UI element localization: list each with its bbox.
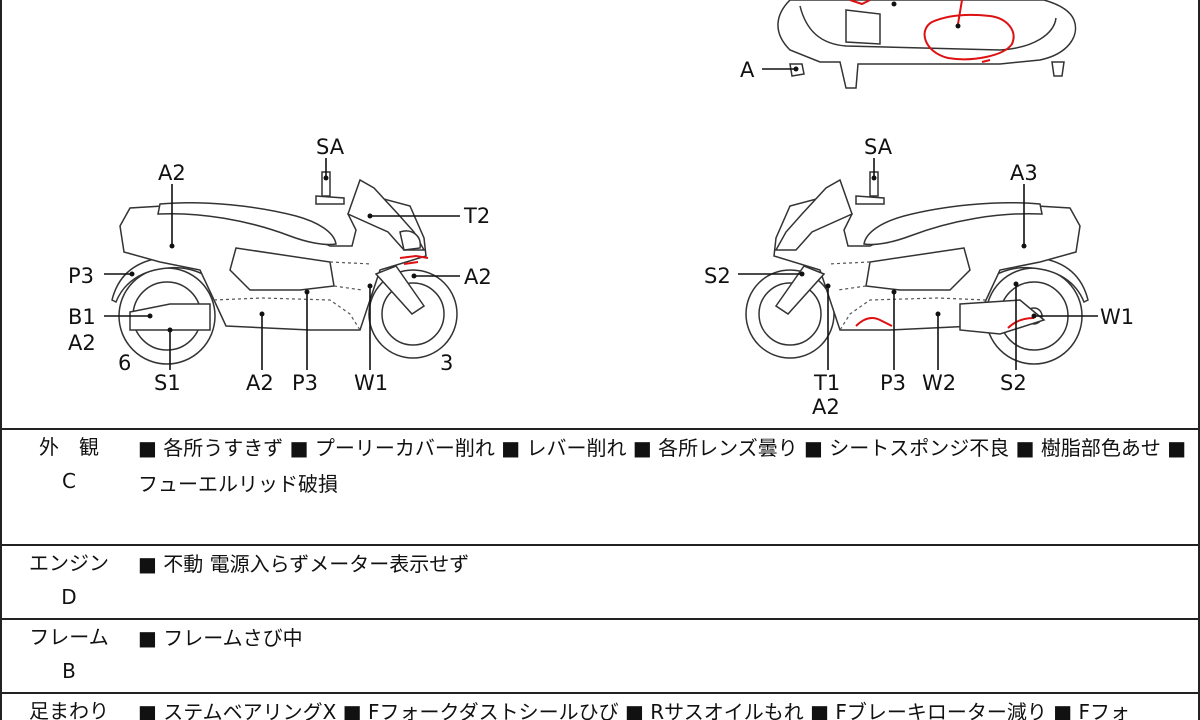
damage-diagram: A — [68, 0, 1134, 419]
condition-row-engine: エンジン D ■ 不動 電源入らずメーター表示せず — [0, 544, 1200, 619]
top-view-scooter: A — [740, 0, 1077, 89]
condition-description: ■ フレームさび中 — [138, 618, 1200, 693]
diagram-label: B1 — [68, 305, 96, 329]
diagram-label: P3 — [68, 264, 94, 288]
category-cell: エンジン D — [0, 544, 138, 619]
diagram-label: S2 — [1000, 371, 1027, 395]
diagram-label: W2 — [922, 371, 956, 395]
diagram-label: S1 — [154, 371, 181, 395]
diagram-label: A2 — [68, 331, 96, 355]
category-cell: 足まわり — [0, 692, 138, 720]
diagram-label: T2 — [463, 204, 490, 228]
right-view-scooter: SA A3 S2 W1 T1 A2 P3 W2 S2 — [704, 135, 1134, 419]
diagram-label: 3 — [440, 351, 453, 375]
diagram-label: S2 — [704, 264, 731, 288]
category-cell: フレーム B — [0, 618, 138, 693]
diagram-label-top-a: A — [740, 58, 755, 82]
diagram-label: SA — [864, 135, 893, 159]
diagram-label: W1 — [1100, 305, 1134, 329]
diagram-label: W1 — [354, 371, 388, 395]
condition-row-frame: フレーム B ■ フレームさび中 — [0, 618, 1200, 693]
condition-description: ■ 不動 電源入らずメーター表示せず — [138, 544, 1200, 619]
diagram-label: P3 — [292, 371, 318, 395]
category-grade: B — [62, 659, 76, 683]
category-grade: D — [61, 585, 77, 609]
category-name: エンジン — [29, 551, 109, 575]
diagram-label: 6 — [118, 351, 131, 375]
sheet-border-right — [1198, 0, 1200, 720]
condition-description: ■ 各所うすきず ■ プーリーカバー削れ ■ レバー削れ ■ 各所レンズ曇り ■… — [138, 428, 1200, 545]
category-name: 外 観 — [39, 435, 99, 459]
category-grade: C — [62, 469, 76, 493]
category-cell: 外 観 C — [0, 428, 138, 545]
condition-description: ■ ステムベアリングX ■ Fフォークダストシールひび ■ Rサスオイルもれ ■… — [138, 692, 1200, 720]
condition-table: 外 観 C ■ 各所うすきず ■ プーリーカバー削れ ■ レバー削れ ■ 各所レ… — [0, 428, 1200, 720]
category-name: フレーム — [29, 625, 109, 649]
diagram-label: A2 — [464, 265, 492, 289]
category-name: 足まわり — [29, 699, 109, 720]
diagram-label: T1 — [813, 371, 840, 395]
condition-row-exterior: 外 観 C ■ 各所うすきず ■ プーリーカバー削れ ■ レバー削れ ■ 各所レ… — [0, 428, 1200, 545]
sheet-border-left — [0, 0, 2, 720]
diagram-label: A2 — [246, 371, 274, 395]
condition-row-suspension: 足まわり ■ ステムベアリングX ■ Fフォークダストシールひび ■ Rサスオイ… — [0, 692, 1200, 720]
diagram-label: A2 — [812, 395, 840, 419]
diagram-label: P3 — [880, 371, 906, 395]
left-view-scooter: SA A2 T2 P3 A2 B1 A2 6 S1 A2 P3 W1 3 — [68, 135, 492, 395]
diagram-label: SA — [316, 135, 345, 159]
diagram-label: A2 — [158, 161, 186, 185]
diagram-label: A3 — [1010, 161, 1038, 185]
